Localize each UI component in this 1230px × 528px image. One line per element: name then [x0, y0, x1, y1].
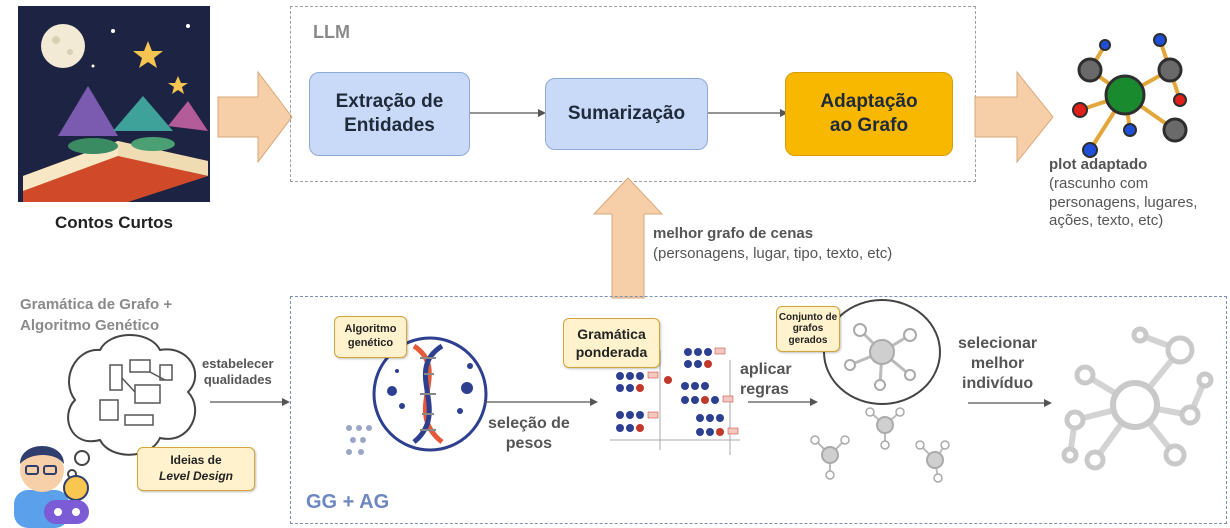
weighted-line-2: ponderada — [575, 344, 648, 360]
llm-region — [290, 6, 976, 182]
generated-graphs-icon — [810, 299, 950, 483]
weighted-grammar-tag: Gramática ponderada — [563, 318, 660, 368]
output-desc-2: personagens, lugares, — [1049, 193, 1198, 211]
gg-ag-left-title-1: Gramática de Grafo + — [20, 296, 173, 313]
up-arrow-desc: (personagens, lugar, tipo, texto, etc) — [653, 245, 893, 263]
generated-graphs-tag: Conjunto de grafos gerados — [776, 306, 840, 352]
select-line-2: melhor — [970, 355, 1025, 372]
genetic-algorithm-tag: Algoritmo genético — [334, 316, 407, 358]
arrow-thin-5 — [748, 398, 818, 406]
extraction-line-1: Extração de — [335, 91, 444, 113]
establish-line-2: qualidades — [203, 372, 272, 388]
output-text: plot adaptado (rascunho com personagens,… — [1049, 156, 1229, 231]
arrow-right-icon — [217, 70, 293, 164]
establish-label: estabelecer qualidades — [202, 356, 274, 389]
alg-line-1: Algoritmo — [344, 323, 397, 336]
select-label: selecionar melhor indivíduo — [958, 334, 1037, 394]
set-line-3: gerados — [788, 334, 828, 346]
up-arrow-title: melhor grafo de cenas — [653, 225, 814, 242]
arrow-thin-3 — [210, 398, 290, 406]
gg-ag-region — [290, 296, 1227, 524]
extraction-line-2: Entidades — [344, 115, 435, 136]
adaptation-line-1: Adaptação — [820, 91, 918, 113]
best-individual-graph-icon — [1061, 326, 1214, 471]
gg-ag-footer: GG + AG — [306, 491, 390, 513]
weights-line-2: pesos — [505, 435, 553, 452]
weights-line-1: seleção de — [488, 415, 570, 432]
weighted-line-1: Gramática — [577, 325, 646, 342]
alg-line-2: genético — [347, 337, 394, 349]
arrow-thin-4 — [484, 398, 598, 406]
output-desc-3: ações, texto, etc) — [1049, 212, 1164, 230]
arrow-thin-2 — [708, 109, 788, 117]
small-grammar-graphic — [346, 425, 372, 455]
game-designer-icon — [14, 446, 89, 528]
gg-ag-left-title-2: Algoritmo Genético — [20, 317, 160, 334]
adapted-plot-graph-icon — [1072, 33, 1188, 158]
dna-icon — [372, 336, 488, 452]
apply-label: aplicar regras — [740, 360, 792, 400]
ideas-line-1: Ideias de — [170, 453, 222, 468]
output-desc-1: (rascunho com — [1049, 174, 1149, 192]
summarization-label: Sumarização — [567, 103, 686, 125]
output-title: plot adaptado — [1049, 156, 1148, 173]
set-line-1: Conjunto de — [778, 311, 838, 323]
select-line-3: indivíduo — [962, 375, 1034, 392]
extraction-box: Extração de Entidades — [309, 72, 470, 156]
ideas-line-2: Level Design — [158, 469, 234, 483]
up-arrow-text: melhor grafo de cenas (personagens, luga… — [653, 224, 892, 265]
summarization-box: Sumarização — [545, 78, 708, 150]
select-line-1: selecionar — [958, 335, 1038, 352]
gg-ag-left-title: Gramática de Grafo + Algoritmo Genético — [20, 294, 172, 336]
story-book-illustration — [18, 6, 210, 202]
establish-line-1: estabelecer — [202, 356, 274, 371]
arrow-right-icon-2 — [974, 70, 1054, 164]
arrow-up-icon — [592, 177, 664, 299]
adaptation-box: Adaptação ao Grafo — [785, 72, 953, 156]
adaptation-line-2: ao Grafo — [829, 115, 909, 136]
apply-line-1: aplicar — [740, 361, 792, 378]
weights-label: seleção de pesos — [488, 414, 570, 454]
contos-curtos-caption: Contos Curtos — [54, 213, 174, 232]
arrow-thin-1 — [470, 109, 546, 117]
llm-title: LLM — [313, 22, 350, 42]
weighted-grammar-graphic — [610, 347, 740, 455]
level-design-ideas-tag: Ideias de Level Design — [137, 447, 255, 491]
set-line-2: grafos — [792, 323, 824, 335]
apply-line-2: regras — [740, 381, 789, 398]
arrow-thin-6 — [968, 399, 1052, 407]
